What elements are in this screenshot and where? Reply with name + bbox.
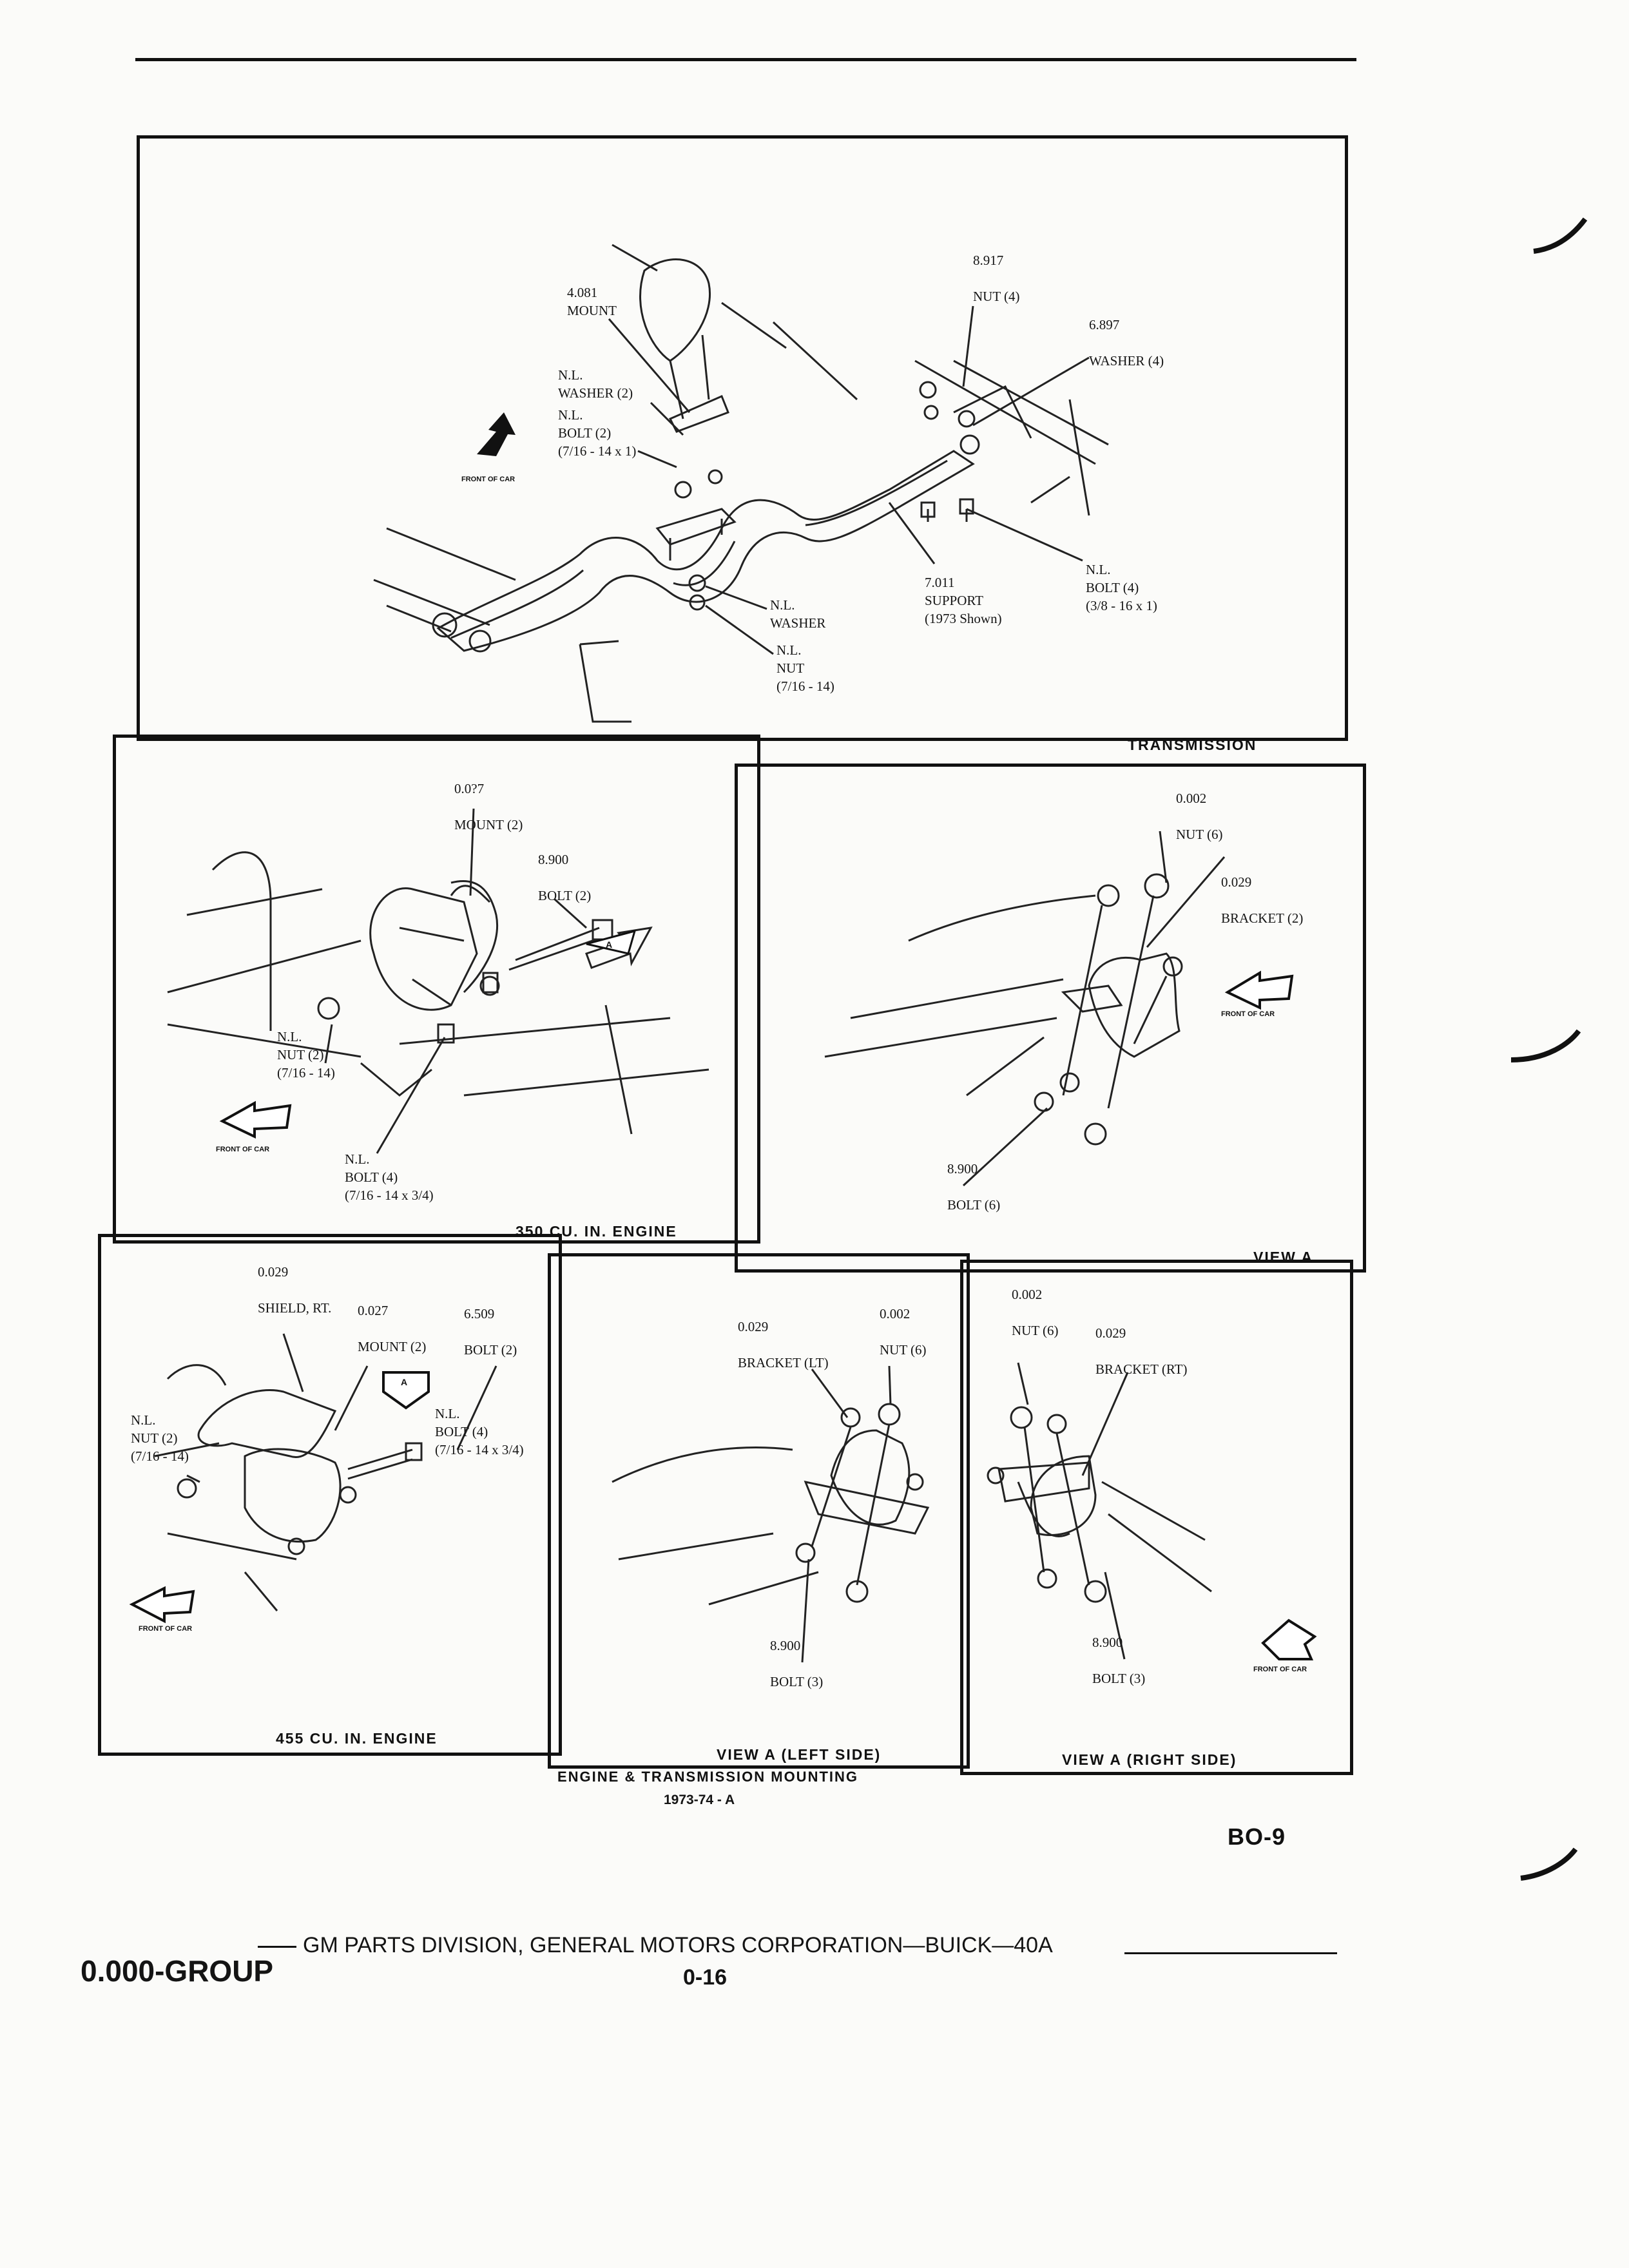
label-bolt-8900: 8.900 BOLT (2) [538,852,592,903]
transmission-support-drawing [373,244,1109,723]
view-a-left-drawing [612,1365,930,1663]
caption-view-a-right: VIEW A (RIGHT SIDE) [1062,1751,1237,1768]
label-nl-bolt-2: N.L. BOLT (2) (7/16 - 14 x 1) [558,407,637,459]
caption-view-a: VIEW A [1253,1249,1313,1265]
engine-350-panel [113,735,760,1244]
label-nut-6-right: 0.002 NUT (6) [1012,1287,1059,1338]
view-a-panel [735,764,1366,1273]
view-a-arrow-icon [382,1371,430,1410]
label-nl-nut-455: N.L. NUT (2) (7/16 - 14) [131,1412,189,1464]
label-bracket-lt: 0.029 BRACKET (LT) [738,1319,829,1370]
caption-350-engine: 350 CU. IN. ENGINE [516,1223,677,1240]
front-of-car-arrow-icon [129,1586,195,1624]
caption-transmission: TRANSMISSION [1128,736,1257,753]
label-nl-bolt-4: N.L. BOLT (4) (3/8 - 16 x 1) [1086,562,1157,613]
label-nl-nut-350: N.L. NUT (2) (7/16 - 14) [277,1029,335,1081]
label-bolt-3-right: 8.900 BOLT (3) [1092,1635,1146,1686]
engine-350-drawing [167,808,709,1154]
label-mount-4081: 4.081 MOUNT [567,285,617,318]
label-mount-455: 0.027 MOUNT (2) [358,1303,427,1354]
footer-division: GM PARTS DIVISION, GENERAL MOTORS CORPOR… [303,1933,1053,1957]
footer-rule-right [1124,1952,1337,1954]
label-bolt-6509: 6.509 BOLT (2) [464,1306,517,1358]
label-washer-4: 6.897 WASHER (4) [1089,317,1164,369]
caption-455-engine: 455 CU. IN. ENGINE [276,1730,438,1747]
view-a-drawing [824,831,1226,1187]
footer-page-number: 0-16 [683,1965,728,1990]
footer-rule-left [258,1946,296,1948]
label-bolt-3-left: 8.900 BOLT (3) [770,1638,824,1689]
transmission-panel [137,135,1348,741]
footer-group: 0.000-GROUP [81,1954,274,1988]
front-of-car-arrow-icon [477,412,516,456]
label-nl-nut: N.L. NUT (7/16 - 14) [776,642,834,694]
engine-455-drawing [154,1333,497,1611]
view-a-right-drawing [987,1362,1212,1660]
label-nut-6-left: 0.002 NUT (6) [880,1306,927,1358]
label-mount-0027: 0.0?7 MOUNT (2) [454,781,523,832]
front-of-car-label: FRONT OF CAR [139,1625,193,1633]
label-nl-bolt-455: N.L. BOLT (4) (7/16 - 14 x 3/4) [435,1406,524,1457]
front-of-car-arrow-icon [1224,970,1294,1010]
front-of-car-arrow-icon [1261,1619,1317,1660]
figure-title: ENGINE & TRANSMISSION MOUNTING [557,1769,859,1785]
engine-455-panel [98,1234,562,1756]
label-bolt-6: 8.900 BOLT (6) [947,1161,1001,1213]
label-nl-washer: N.L. WASHER [770,597,826,631]
page-code: BO-9 [1228,1823,1286,1850]
front-of-car-label: FRONT OF CAR [1253,1666,1307,1673]
front-of-car-arrow-icon [219,1100,292,1139]
label-bracket-2: 0.029 BRACKET (2) [1221,874,1304,926]
label-nl-washer-2: N.L. WASHER (2) [558,367,633,401]
label-shield-rt: 0.029 SHIELD, RT. [258,1264,332,1316]
view-a-arrow-icon [586,929,637,955]
front-of-car-label: FRONT OF CAR [216,1146,270,1153]
front-of-car-label: FRONT OF CAR [1221,1010,1275,1018]
view-a-arrow-letter: A [606,939,614,950]
view-a-arrow-letter: A [401,1377,409,1387]
top-rule [135,58,1356,61]
label-bracket-rt: 0.029 BRACKET (RT) [1095,1325,1188,1377]
figure-subtitle: 1973-74 - A [664,1792,735,1807]
label-nut-4: 8.917 NUT (4) [973,253,1020,304]
caption-view-a-left: VIEW A (LEFT SIDE) [717,1746,882,1763]
view-a-left-panel [548,1253,970,1769]
label-nl-bolt-350: N.L. BOLT (4) (7/16 - 14 x 3/4) [345,1151,434,1203]
label-support: 7.011 SUPPORT (1973 Shown) [925,575,1002,626]
view-a-right-panel [960,1260,1353,1775]
label-nut-6: 0.002 NUT (6) [1176,791,1223,842]
front-of-car-label: FRONT OF CAR [461,476,516,483]
